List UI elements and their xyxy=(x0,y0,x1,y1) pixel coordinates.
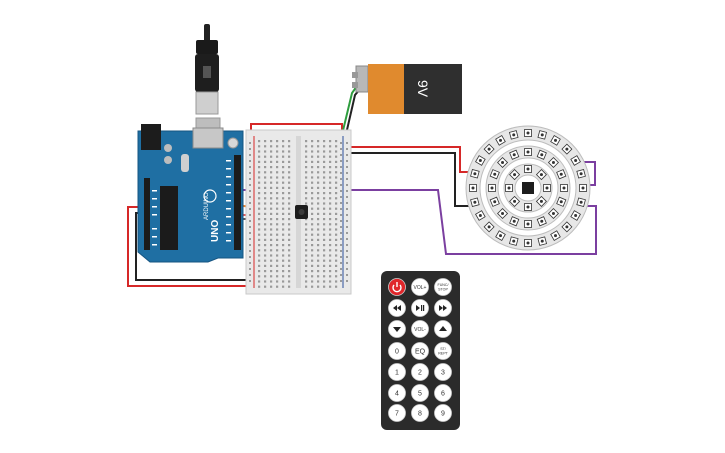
power-icon xyxy=(392,282,402,293)
battery-9v[interactable]: 9V xyxy=(352,64,462,114)
remote-button-1[interactable]: 1 xyxy=(388,363,406,381)
remote-button-5[interactable]: 5 xyxy=(411,384,429,402)
arduino-logo-icon xyxy=(203,189,217,203)
remote-buttons: VOL+ FUNC/STOP VOL- 0 EQ ST/REPT 1 2 3 4 5 6 7 8 9 xyxy=(388,278,452,422)
remote-button-label: 5 xyxy=(418,390,422,397)
remote-button-up-arrow-icon[interactable] xyxy=(434,320,452,338)
remote-button-label: 3 xyxy=(441,369,445,376)
remote-button-label: 4 xyxy=(395,390,399,397)
remote-button-rewind-icon[interactable] xyxy=(388,299,406,317)
down-arrow-icon xyxy=(393,327,401,332)
wire-purple-data[interactable] xyxy=(232,189,597,255)
play-pause-icon xyxy=(416,305,425,311)
remote-button-label: 7 xyxy=(395,410,399,417)
remote-button-vol[interactable]: VOL+ xyxy=(411,278,429,296)
battery-label: 9V xyxy=(415,80,431,98)
usb-socket xyxy=(192,127,224,149)
neopixel-leds xyxy=(469,129,587,247)
remote-button-label: 6 xyxy=(441,390,445,397)
remote-button-label: ST/ xyxy=(440,347,446,351)
capacitor xyxy=(164,144,172,152)
remote-button-funcstop[interactable]: FUNC/STOP xyxy=(434,278,452,296)
power-jack xyxy=(141,124,161,150)
remote-button-eq[interactable]: EQ xyxy=(411,342,429,360)
digital-header xyxy=(234,155,241,250)
atmega-chip xyxy=(160,186,178,250)
remote-button-play-pause-icon[interactable] xyxy=(411,299,429,317)
fast-forward-icon xyxy=(439,305,447,311)
remote-button-label: VOL- xyxy=(414,327,426,333)
remote-button-down-arrow-icon[interactable] xyxy=(388,320,406,338)
remote-button-label: 8 xyxy=(418,410,422,417)
remote-button-6[interactable]: 6 xyxy=(434,384,452,402)
reset-button[interactable] xyxy=(227,137,239,149)
remote-button-label: STOP xyxy=(438,287,448,291)
remote-button-7[interactable]: 7 xyxy=(388,404,406,422)
neopixel-ring-assembly[interactable] xyxy=(465,125,591,251)
usb-cable xyxy=(195,24,221,133)
arduino-logo-text: ARDUINO xyxy=(204,192,210,220)
arduino-uno-board[interactable]: ARDUINO UNO xyxy=(137,124,244,263)
remote-button-0[interactable]: 0 xyxy=(388,342,406,360)
remote-button-label: EQ xyxy=(415,348,426,355)
ir-receiver[interactable] xyxy=(295,205,308,219)
remote-button-power-icon[interactable] xyxy=(388,278,406,296)
wire-red-neopixel[interactable] xyxy=(344,146,472,173)
remote-button-9[interactable]: 9 xyxy=(434,404,452,422)
crystal xyxy=(181,154,189,172)
remote-button-label: FUNC/ xyxy=(438,283,449,287)
capacitor xyxy=(164,156,172,164)
remote-button-label: VOL+ xyxy=(414,285,427,291)
remote-button-4[interactable]: 4 xyxy=(388,384,406,402)
remote-button-label: 9 xyxy=(441,410,445,417)
arduino-model-text: UNO xyxy=(210,220,221,242)
remote-button-strept[interactable]: ST/REPT xyxy=(434,342,452,360)
remote-button-label: REPT xyxy=(438,351,448,355)
remote-button-label: 2 xyxy=(418,369,422,376)
ir-remote[interactable]: VOL+ FUNC/STOP VOL- 0 EQ ST/REPT 1 2 3 4 5 6 7 8 9 xyxy=(381,271,460,430)
header-pin-markings xyxy=(152,160,231,246)
remote-button-2[interactable]: 2 xyxy=(411,363,429,381)
remote-button-label: 0 xyxy=(395,348,399,355)
remote-button-vol[interactable]: VOL- xyxy=(411,320,429,338)
wire-red-power[interactable] xyxy=(127,206,248,287)
wire-green-battery[interactable] xyxy=(339,85,358,144)
remote-button-fast-forward-icon[interactable] xyxy=(434,299,452,317)
remote-button-8[interactable]: 8 xyxy=(411,404,429,422)
rewind-icon xyxy=(393,305,401,311)
remote-button-label: 1 xyxy=(395,369,399,376)
up-arrow-icon xyxy=(439,326,447,331)
breadboard-holes xyxy=(249,140,348,288)
power-header xyxy=(144,178,150,250)
remote-button-3[interactable]: 3 xyxy=(434,363,452,381)
wire-black-neopixel[interactable] xyxy=(344,152,470,207)
